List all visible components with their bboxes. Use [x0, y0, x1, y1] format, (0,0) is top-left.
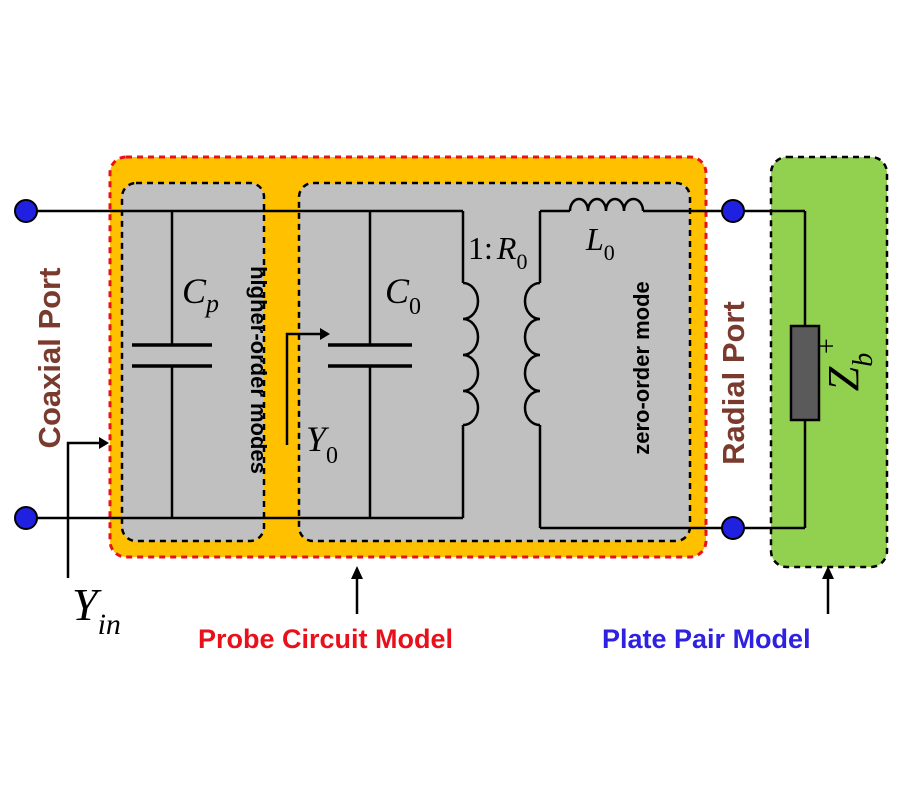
l0-inductor [568, 197, 645, 212]
yin-label: Yin [72, 579, 121, 641]
yin-arrow [66, 437, 109, 578]
l0-label: L0 [585, 221, 615, 265]
zero-order-mode-label: zero-order mode [629, 281, 654, 455]
cp-label: Cp [182, 271, 219, 318]
probe-caption-pointer [351, 566, 363, 614]
plate-caption-pointer [822, 566, 834, 614]
coax-bottom-node [14, 506, 38, 530]
y0-arrow [285, 328, 330, 445]
port-nodes [14, 199, 745, 540]
zero-order-box [297, 181, 692, 543]
coax-top-node [14, 199, 38, 223]
wires [26, 209, 807, 530]
cp-capacitor [132, 343, 212, 368]
c0-capacitor [328, 343, 412, 368]
plate-pair-box [769, 155, 889, 569]
ratio-label: 1:R0 [468, 230, 527, 274]
transformer-secondary-coil [523, 281, 541, 427]
svg-text:Zb: Zb [819, 353, 879, 391]
radial-port-label: Radial Port [716, 301, 751, 465]
coaxial-port-label: Coaxial Port [32, 268, 67, 449]
transformer-primary-coil [462, 281, 480, 427]
zb-load [789, 324, 821, 422]
zb-superscript: + [812, 338, 843, 354]
plate-pair-caption: Plate Pair Model [602, 624, 811, 654]
radial-bottom-node [721, 516, 745, 540]
probe-circuit-caption: Probe Circuit Model [198, 624, 453, 654]
radial-top-node [721, 199, 745, 223]
y0-label: Y0 [306, 419, 338, 469]
zb-label: Zb + [812, 338, 879, 391]
higher-order-box [120, 181, 266, 543]
higher-order-modes-label: higher-order modes [246, 266, 271, 474]
c0-label: C0 [385, 271, 421, 320]
